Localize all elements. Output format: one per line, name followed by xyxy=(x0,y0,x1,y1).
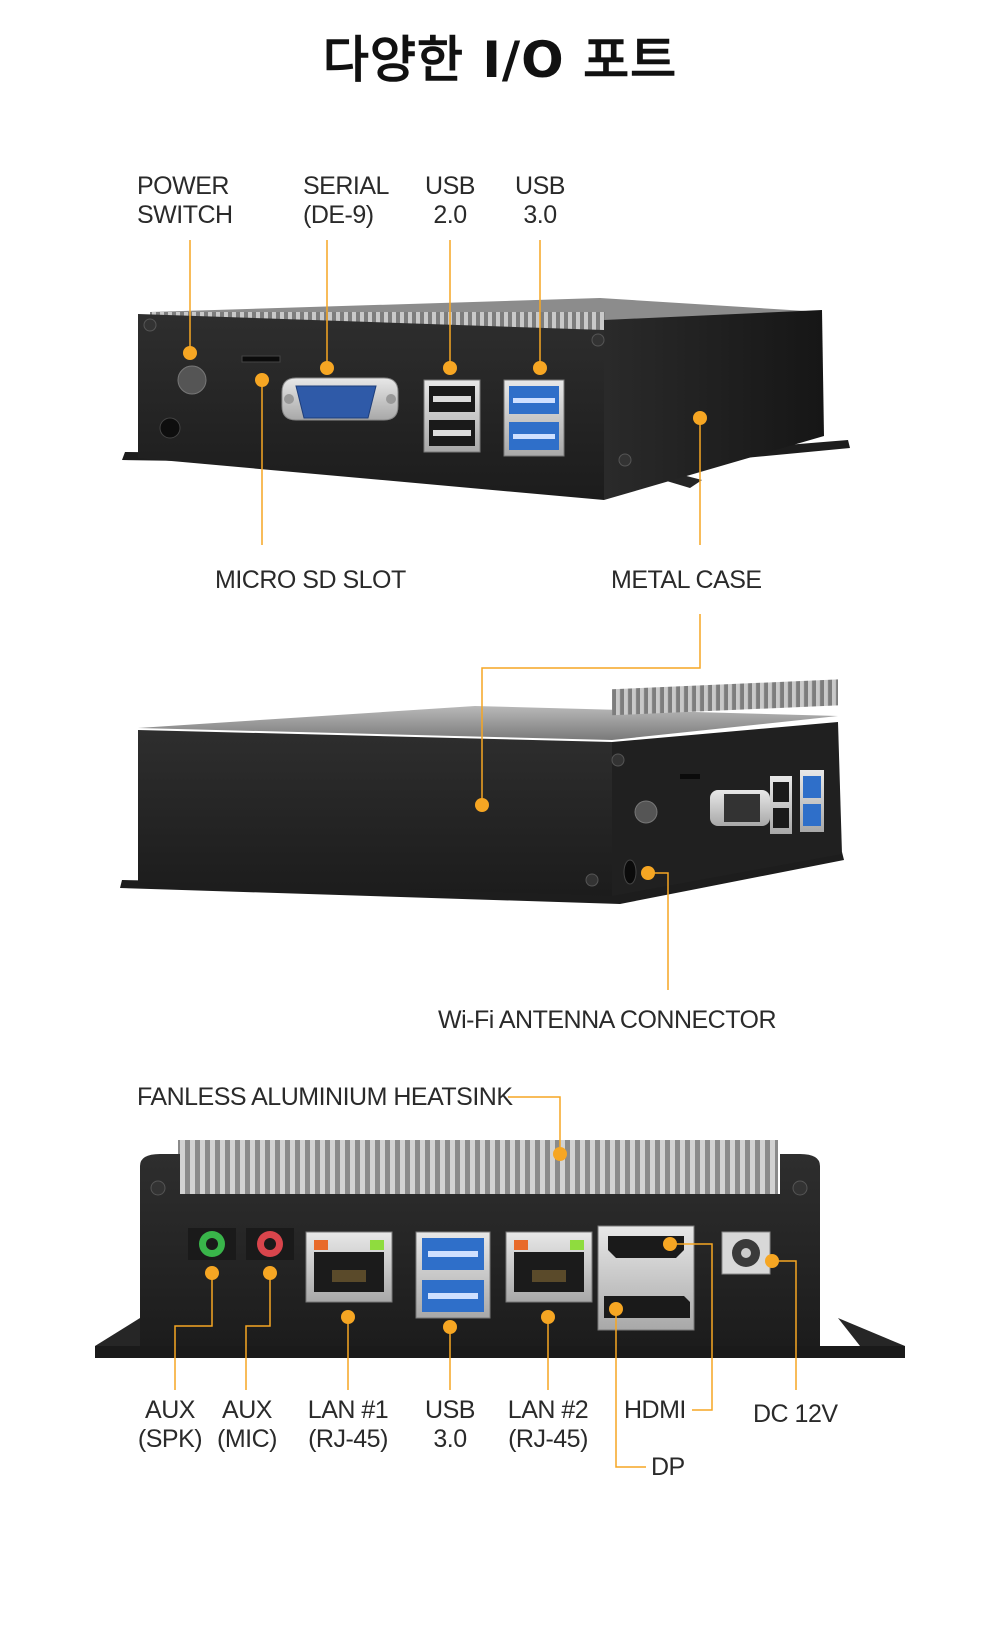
micro-sd-slot xyxy=(241,355,281,363)
label-micro-sd: MICRO SD SLOT xyxy=(215,566,406,594)
label-serial: SERIAL (DE-9) xyxy=(303,172,389,229)
dot-heatsink xyxy=(553,1147,567,1161)
label-wifi-antenna: Wi-Fi ANTENNA CONNECTOR xyxy=(438,1006,777,1034)
back-flange-tab-left xyxy=(95,1318,150,1346)
side-flange xyxy=(120,852,844,904)
front-view xyxy=(122,298,850,500)
label-aux-mic: AUX (MIC) xyxy=(217,1396,277,1453)
page-title: 다양한 I/O 포트 xyxy=(322,31,678,89)
lan2-port xyxy=(505,1231,593,1303)
dot-microsd xyxy=(255,373,269,387)
front-side-panel xyxy=(604,310,824,500)
lan1-port xyxy=(305,1231,393,1303)
dot-usb30-back xyxy=(443,1320,457,1334)
dot-aux-mic xyxy=(263,1266,277,1280)
label-aux-spk: AUX (SPK) xyxy=(137,1396,203,1453)
front-dots xyxy=(183,346,707,425)
dot-metal-case xyxy=(693,411,707,425)
dot-lan1 xyxy=(341,1310,355,1324)
dot-lan2 xyxy=(541,1310,555,1324)
dot-hdmi xyxy=(663,1237,677,1251)
dot-wifi xyxy=(641,866,655,880)
dot-metal-case-side xyxy=(475,798,489,812)
back-flange-tab-right xyxy=(838,1318,905,1346)
label-usb30-front: USB 3.0 xyxy=(515,172,565,229)
screw xyxy=(611,753,625,767)
screw xyxy=(591,333,605,347)
dot-dc12v xyxy=(765,1254,779,1268)
side-sd-slot xyxy=(680,774,700,779)
label-metal-case: METAL CASE xyxy=(611,566,762,594)
label-dp: DP xyxy=(651,1453,685,1481)
label-hdmi: HDMI xyxy=(624,1396,686,1424)
dot-dp xyxy=(609,1302,623,1316)
back-flange xyxy=(95,1346,905,1358)
dot-power xyxy=(183,346,197,360)
back-heatsink-fins xyxy=(178,1140,778,1198)
side-power-button xyxy=(634,800,658,824)
screw xyxy=(143,318,157,332)
back-leaders xyxy=(174,1096,797,1468)
side-heatsink-fins xyxy=(612,679,838,716)
back-view xyxy=(95,1140,905,1358)
antenna-hole xyxy=(159,417,181,439)
back-dots xyxy=(205,1147,779,1334)
dot-aux-spk xyxy=(205,1266,219,1280)
aux-spk-jack xyxy=(188,1228,236,1260)
aux-mic-jack xyxy=(246,1228,294,1260)
label-usb30-back: USB 3.0 xyxy=(425,1396,475,1453)
usb30-front-ports xyxy=(503,379,565,457)
side-antenna-hole xyxy=(623,859,637,885)
side-serial-port xyxy=(710,790,770,826)
side-top xyxy=(138,706,838,740)
label-lan2: LAN #2 (RJ-45) xyxy=(507,1396,589,1453)
side-long-face xyxy=(138,730,612,896)
label-power-switch: POWER SWITCH xyxy=(137,172,233,229)
dot-usb30-front xyxy=(533,361,547,375)
side-dots xyxy=(475,798,655,880)
dot-serial xyxy=(320,361,334,375)
label-usb20: USB 2.0 xyxy=(425,172,475,229)
side-usb-ports xyxy=(770,770,824,834)
label-dc12v: DC 12V xyxy=(753,1400,838,1428)
usb30-back-ports xyxy=(415,1231,491,1319)
side-view xyxy=(120,679,844,904)
front-leaders xyxy=(189,240,701,545)
dc12v-jack xyxy=(721,1231,771,1275)
label-lan1: LAN #1 (RJ-45) xyxy=(307,1396,389,1453)
dot-usb20 xyxy=(443,361,457,375)
screw xyxy=(585,873,599,887)
screw xyxy=(150,1180,166,1196)
serial-port xyxy=(281,377,399,421)
power-switch-button xyxy=(177,365,207,395)
screw xyxy=(618,453,632,467)
usb20-ports xyxy=(423,379,481,453)
screw xyxy=(792,1180,808,1196)
label-heatsink: FANLESS ALUMINIUM HEATSINK xyxy=(137,1083,513,1111)
